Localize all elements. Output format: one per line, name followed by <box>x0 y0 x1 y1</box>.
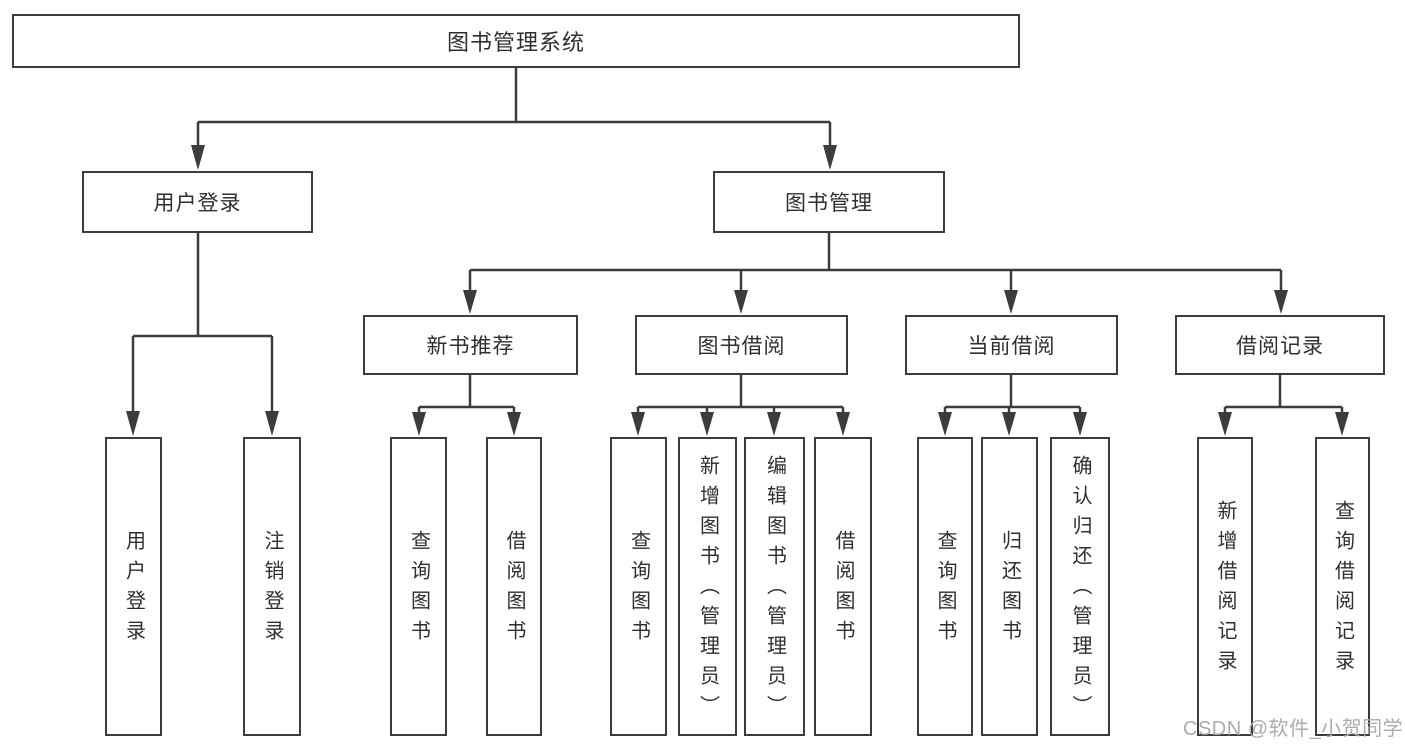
node-root-library-system: 图书管理系统 <box>12 14 1020 68</box>
leaf-borrow-borrow-books: 借阅图书 <box>814 437 872 736</box>
leaf-records-add-borrow-record: 新增借阅记录 <box>1197 437 1253 736</box>
node-borrow-records: 借阅记录 <box>1175 315 1385 375</box>
node-current-borrow: 当前借阅 <box>905 315 1118 375</box>
arrowheads <box>126 145 1349 436</box>
node-new-book-recommend: 新书推荐 <box>363 315 578 375</box>
node-book-borrow: 图书借阅 <box>635 315 848 375</box>
leaf-login-logout: 注销登录 <box>243 437 301 736</box>
leaf-recommend-borrow-books: 借阅图书 <box>486 437 542 736</box>
leaf-recommend-query-books: 查询图书 <box>390 437 447 736</box>
leaf-current-confirm-return-admin: 确认归还（管理员） <box>1050 437 1110 736</box>
leaf-current-query-books: 查询图书 <box>917 437 973 736</box>
leaf-login-user-login: 用户登录 <box>105 437 162 736</box>
leaf-borrow-query-books: 查询图书 <box>610 437 667 736</box>
leaf-records-query-borrow-record: 查询借阅记录 <box>1315 437 1370 736</box>
node-user-login: 用户登录 <box>82 171 313 233</box>
node-book-management: 图书管理 <box>713 171 945 233</box>
leaf-borrow-add-books-admin: 新增图书（管理员） <box>678 437 737 736</box>
csdn-watermark: CSDN @软件_小贺同学 <box>1183 718 1404 740</box>
leaf-current-return-books: 归还图书 <box>981 437 1038 736</box>
leaf-borrow-edit-books-admin: 编辑图书（管理员） <box>744 437 805 736</box>
